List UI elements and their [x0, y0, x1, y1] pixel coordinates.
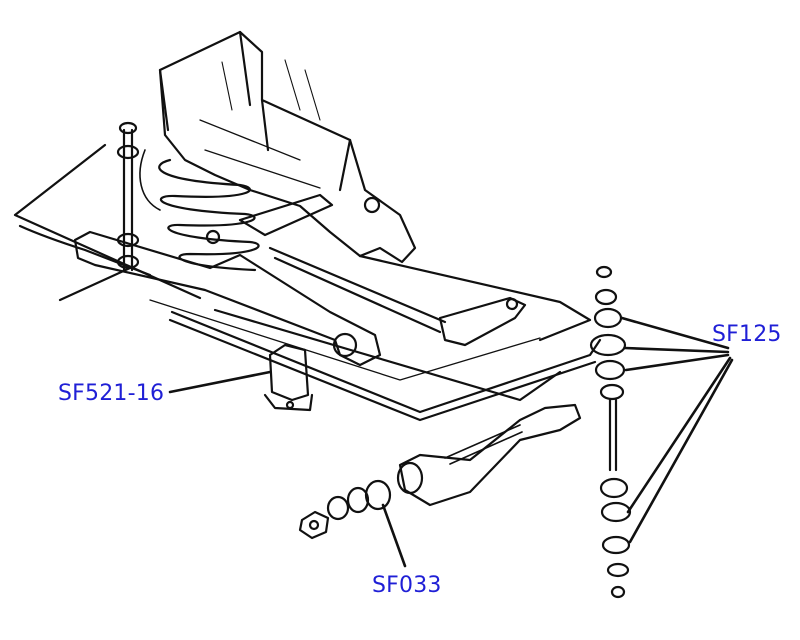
part-label-sf125: SF125 [712, 322, 782, 347]
leader-lines [168, 316, 734, 568]
wishbone-arms [73, 193, 382, 367]
part-label-sf521-16: SF521-16 [58, 381, 165, 406]
clamp-bracket [263, 343, 314, 412]
chassis-tower [158, 30, 417, 264]
exploded-drop-link [589, 265, 632, 599]
part-label-sf033: SF033 [372, 573, 442, 598]
leader-sf125-2 [623, 346, 730, 354]
frame-plate [13, 143, 592, 402]
tie-rod [268, 246, 527, 347]
left-drop-link [116, 121, 140, 272]
exploded-arm-bushings [298, 403, 582, 540]
leader-sf125-4 [626, 356, 732, 514]
leader-sf521 [168, 370, 272, 394]
coil-spring [139, 149, 260, 272]
anti-roll-bar [18, 224, 602, 422]
leader-sf125-1 [620, 316, 730, 350]
leader-sf033 [381, 503, 407, 568]
leader-sf125-3 [624, 353, 730, 372]
leader-sf125-5 [628, 358, 734, 544]
